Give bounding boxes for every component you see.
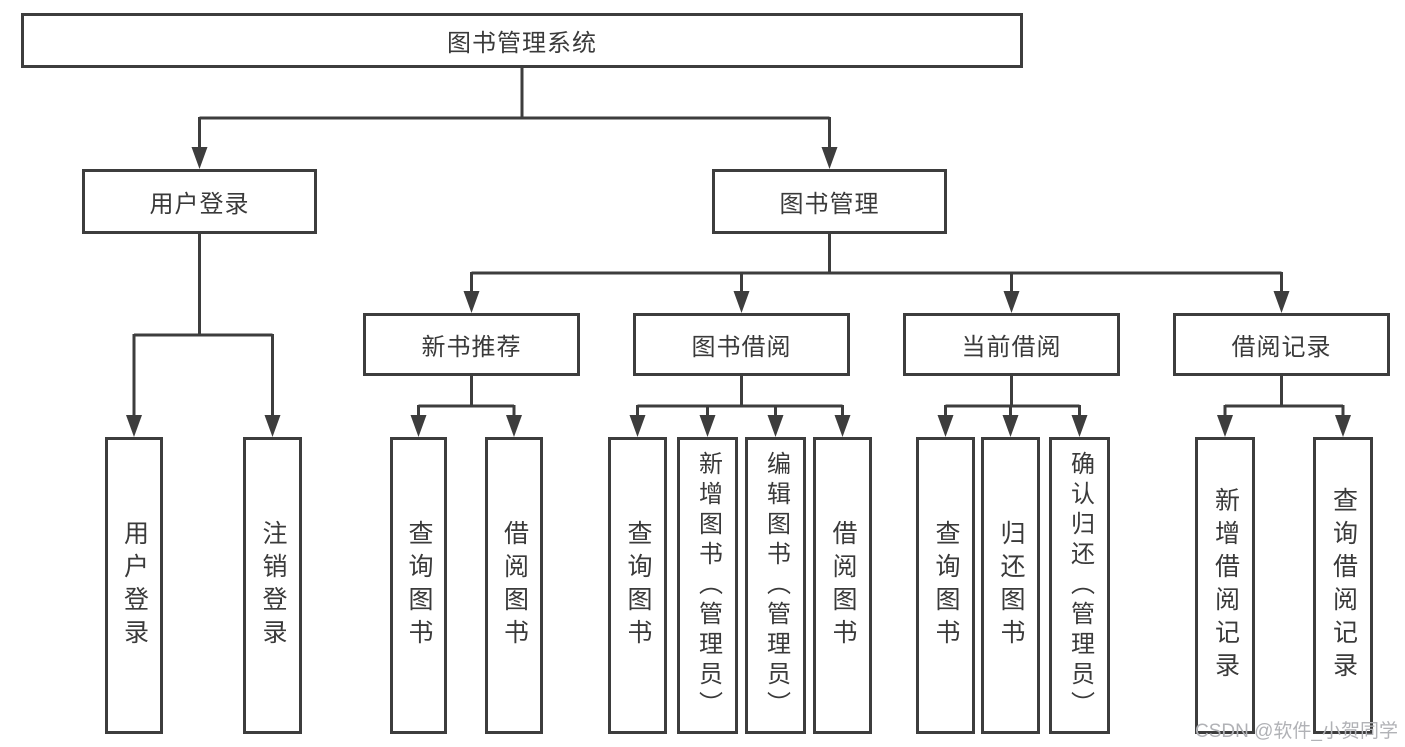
leaf-return-book-label: 归还图书 (997, 519, 1025, 652)
node-new-book-recommend-label: 新书推荐 (421, 334, 522, 361)
leaf-edit-book-admin-label: 编辑图书（管理员） (762, 450, 790, 721)
leaf-add-book-admin-label: 新增图书（管理员） (694, 450, 722, 721)
node-borrow-record: 借阅记录 (1173, 313, 1390, 376)
leaf-query-borrow-record: 查询借阅记录 (1313, 437, 1373, 734)
node-book-management: 图书管理 (712, 169, 947, 234)
node-book-borrow-label: 图书借阅 (691, 334, 792, 361)
node-new-book-recommend: 新书推荐 (363, 313, 580, 376)
leaf-user-login-label: 用户登录 (120, 519, 149, 652)
leaf-query-book-3-label: 查询图书 (932, 519, 960, 652)
node-book-borrow: 图书借阅 (633, 313, 850, 376)
leaf-query-book-2: 查询图书 (608, 437, 667, 734)
node-user-login: 用户登录 (82, 169, 317, 234)
node-borrow-record-label: 借阅记录 (1231, 334, 1332, 361)
node-root: 图书管理系统 (21, 13, 1023, 68)
leaf-borrow-book-2: 借阅图书 (813, 437, 872, 734)
leaf-return-book: 归还图书 (981, 437, 1040, 734)
leaf-confirm-return-admin: 确认归还（管理员） (1049, 437, 1110, 734)
leaf-user-login: 用户登录 (105, 437, 163, 734)
leaf-edit-book-admin: 编辑图书（管理员） (745, 437, 806, 734)
node-root-label: 图书管理系统 (447, 30, 597, 57)
leaf-query-book-1: 查询图书 (390, 437, 447, 734)
leaf-borrow-book-2-label: 借阅图书 (829, 519, 857, 652)
leaf-query-borrow-record-label: 查询借阅记录 (1329, 486, 1358, 685)
arrowheads (126, 147, 1351, 437)
leaf-logout: 注销登录 (243, 437, 302, 734)
leaf-borrow-book-1-label: 借阅图书 (500, 519, 529, 652)
node-book-management-label: 图书管理 (779, 191, 880, 218)
leaf-add-borrow-record-label: 新增借阅记录 (1211, 486, 1240, 685)
leaf-borrow-book-1: 借阅图书 (485, 437, 543, 734)
leaf-query-book-3: 查询图书 (916, 437, 975, 734)
leaf-query-book-1-label: 查询图书 (405, 519, 433, 652)
leaf-add-book-admin: 新增图书（管理员） (677, 437, 738, 734)
leaf-query-book-2-label: 查询图书 (624, 519, 652, 652)
csdn-watermark: CSDN @软件_小贺同学 (1195, 721, 1398, 742)
leaf-add-borrow-record: 新增借阅记录 (1195, 437, 1255, 734)
node-current-borrow: 当前借阅 (903, 313, 1120, 376)
node-user-login-label: 用户登录 (149, 191, 250, 218)
leaf-logout-label: 注销登录 (259, 519, 287, 652)
leaf-confirm-return-admin-label: 确认归还（管理员） (1066, 450, 1094, 721)
node-current-borrow-label: 当前借阅 (961, 334, 1062, 361)
